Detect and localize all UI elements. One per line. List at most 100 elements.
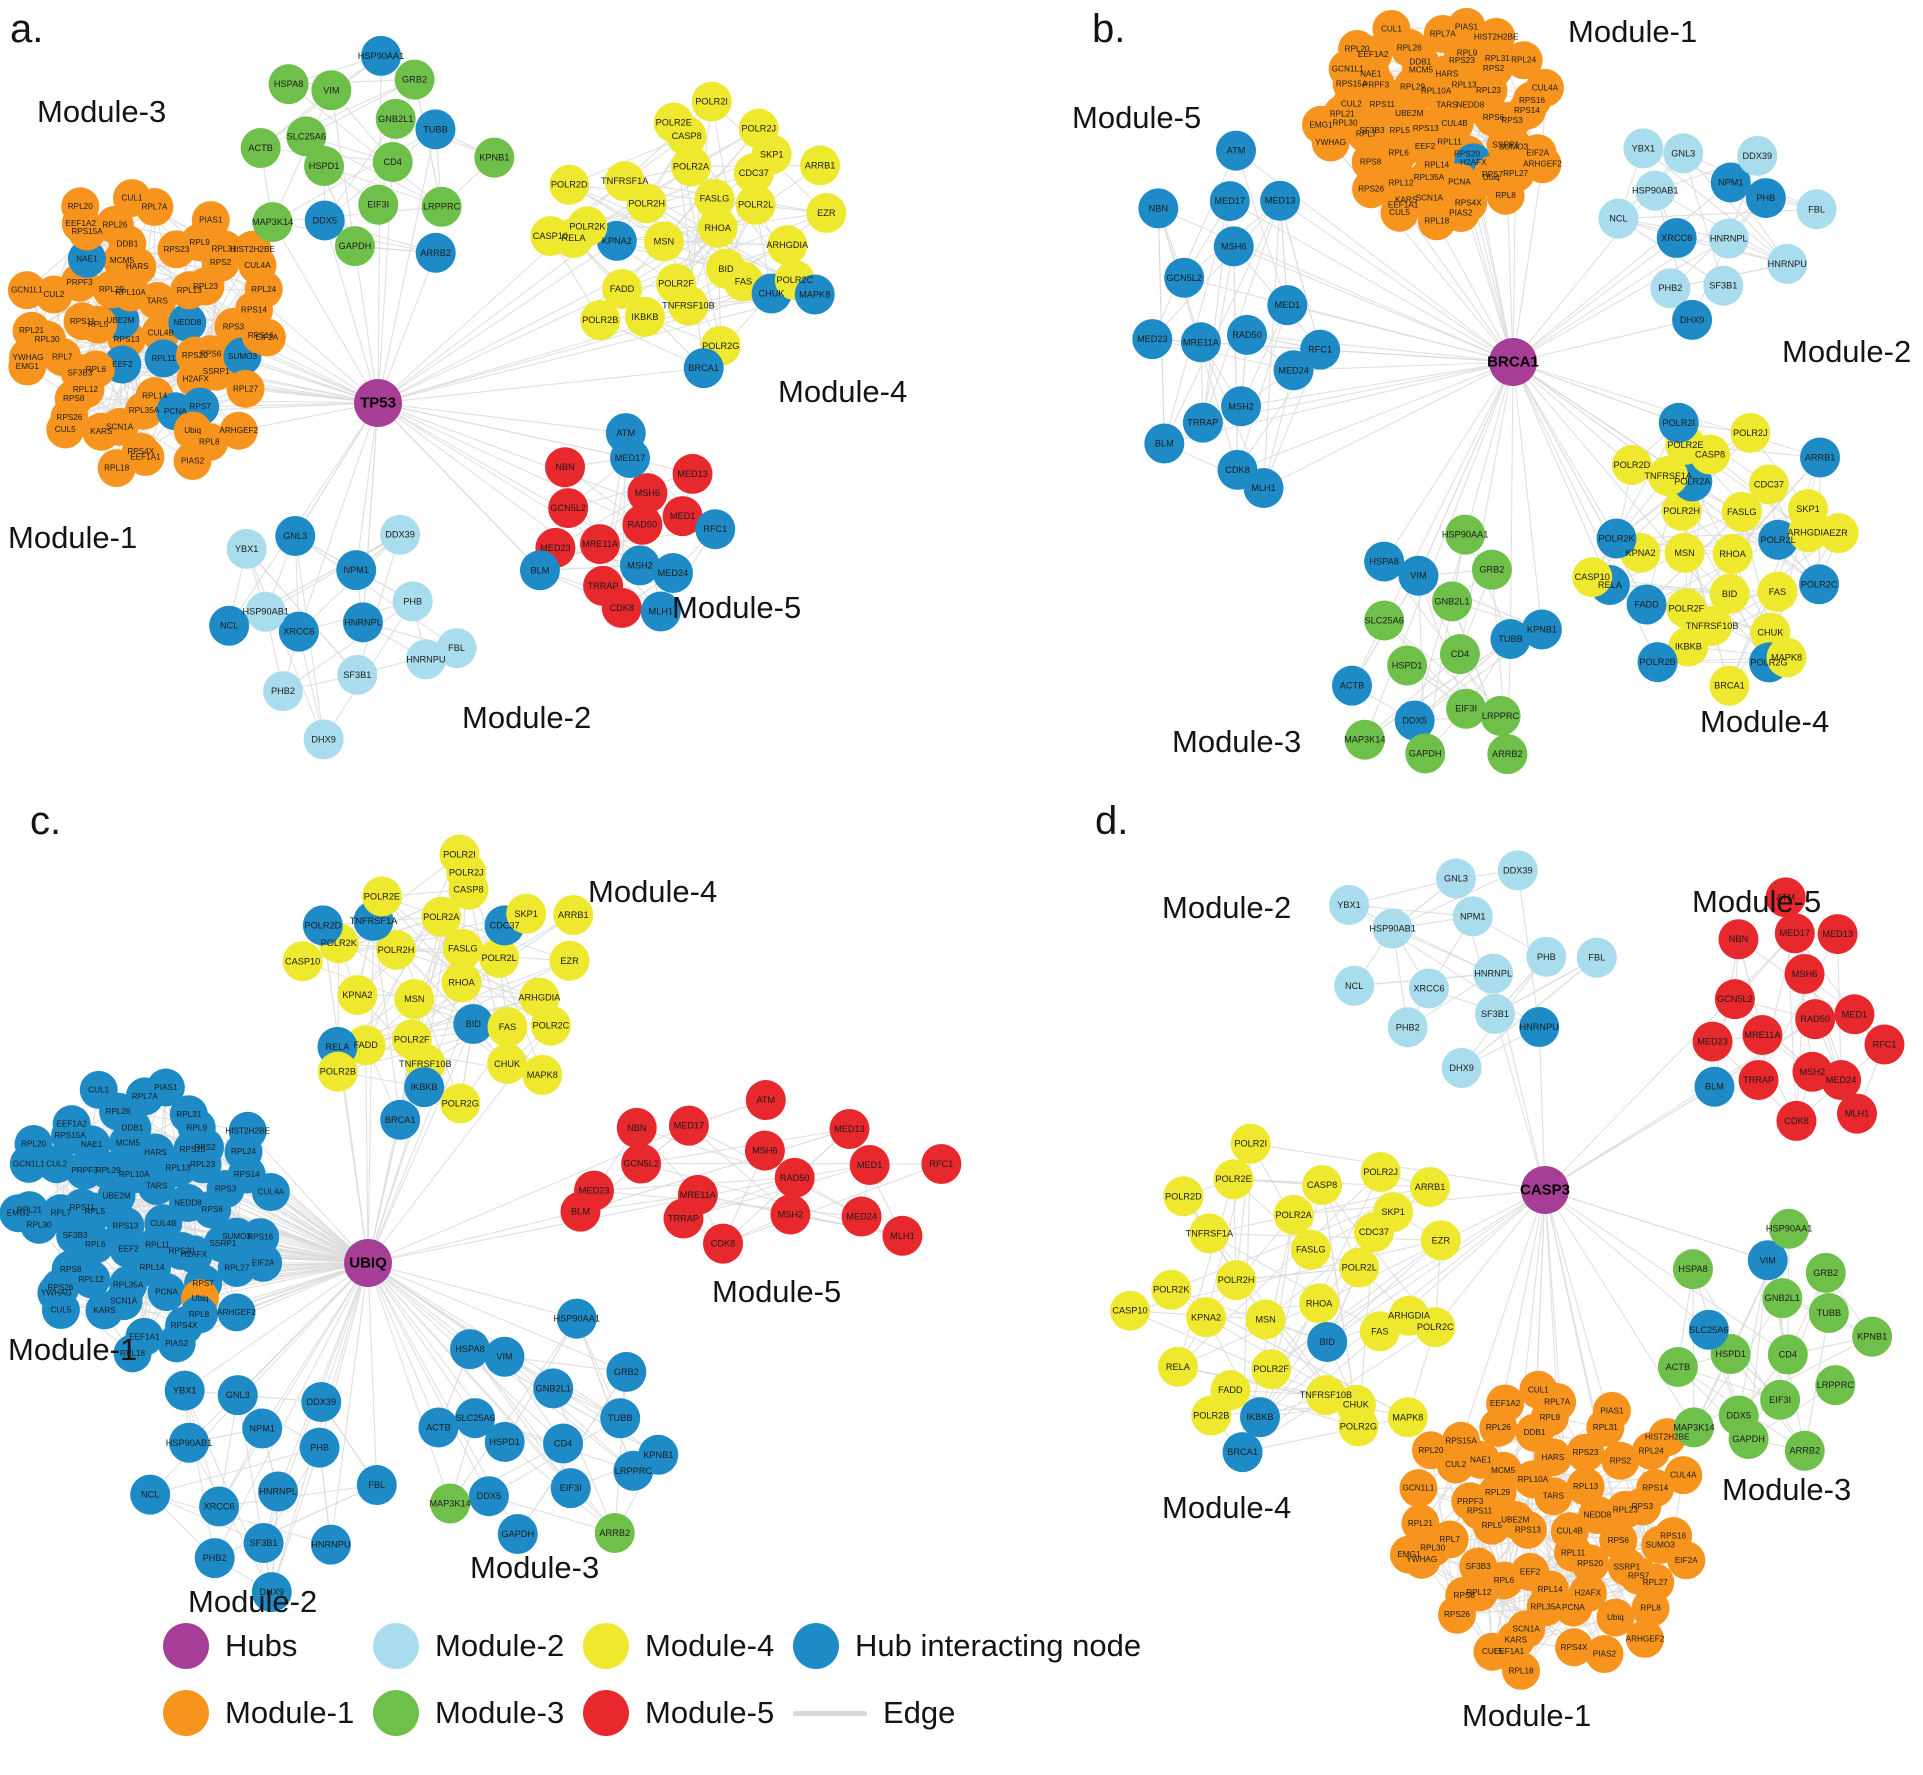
node-XRCC6 [278, 611, 319, 652]
node-MED1 [662, 496, 703, 537]
node-ATM [1216, 130, 1257, 171]
node-SF3B1 [1703, 265, 1744, 306]
node-HSP90AB1 [169, 1422, 210, 1463]
module1-swatch [163, 1690, 209, 1736]
edge [1158, 207, 1514, 363]
node-MAPK8 [1766, 637, 1807, 678]
edge [1414, 638, 1511, 721]
node-YBX1 [226, 528, 267, 569]
node-MAPK8 [1387, 1397, 1428, 1438]
module-label: Module-1 [1568, 14, 1697, 49]
node-FASLG [442, 928, 483, 969]
node-EMG1 [0, 1194, 38, 1233]
node-BLM [519, 550, 560, 591]
hub-node-TP53 [354, 379, 402, 427]
node-RHOA [1712, 533, 1753, 574]
module-label: Module-2 [1162, 890, 1291, 925]
node-RPS20 [1571, 1544, 1610, 1583]
node-MAP3K14 [430, 1483, 471, 1524]
node-RPL18 [113, 1334, 152, 1373]
edge [504, 1356, 634, 1472]
node-GRB2 [1805, 1252, 1846, 1293]
node-EEF1A1 [126, 437, 165, 476]
node-CASP8 [1302, 1165, 1343, 1206]
node-MED17 [1209, 181, 1250, 222]
node-PIAS2 [173, 441, 212, 480]
node-CD4 [1767, 1334, 1808, 1375]
edge [265, 534, 401, 613]
edge [1512, 182, 1732, 363]
edge [641, 1128, 850, 1165]
edge [614, 1371, 627, 1534]
legend-item-hubs: Hubs [163, 1622, 297, 1670]
node-HSP90AA1 [361, 35, 402, 76]
node-POLR2I [439, 834, 480, 875]
node-POLR2A [1273, 1194, 1314, 1235]
node-POLR2F [1251, 1349, 1292, 1390]
edge [377, 279, 795, 404]
node-PIAS2 [1585, 1635, 1624, 1674]
module4-swatch [583, 1623, 629, 1669]
node-RPL31 [169, 1095, 208, 1134]
node-CASP10 [1572, 557, 1613, 598]
node-POLR2G [1338, 1406, 1379, 1447]
node-CUL4A [1525, 68, 1564, 107]
node-GNB2L1 [375, 98, 416, 139]
edge [302, 960, 474, 1025]
edge [288, 83, 442, 208]
node-FADD [602, 268, 643, 309]
node-IKBKB [1240, 1397, 1281, 1438]
node-HSPA8 [268, 64, 309, 105]
node-CUL1 [79, 1070, 118, 1109]
node-BLM [560, 1191, 601, 1232]
node-TRRAP [663, 1198, 704, 1239]
edge [1512, 238, 1730, 363]
edge [1246, 334, 1514, 363]
edge [1758, 933, 1839, 1081]
node-DHX9 [1441, 1047, 1482, 1088]
node-NPM1 [336, 550, 377, 591]
node-HSPD1 [304, 145, 345, 186]
edge [1692, 1269, 1695, 1428]
edge [367, 1262, 490, 1497]
edge [1417, 575, 1467, 709]
node-MSH2 [770, 1194, 811, 1235]
node-ARRB2 [415, 232, 456, 273]
edge [271, 1262, 369, 1593]
node-IKBKB [624, 296, 665, 337]
node-TUBB [415, 109, 456, 150]
edge [1682, 153, 1724, 286]
node-TNFRSF10B [668, 285, 709, 326]
node-GNL3 [217, 1375, 258, 1416]
node-GAPDH [334, 226, 375, 267]
node-CD4 [372, 141, 413, 182]
node-HNRNPL [258, 1471, 299, 1512]
node-GCN5L2 [548, 488, 589, 529]
edge [1544, 1189, 1695, 1428]
node-EIF3I [358, 184, 399, 225]
node-POLR2B [317, 1051, 358, 1092]
panel-label: b. [1092, 7, 1125, 51]
node-HSPD1 [1387, 645, 1428, 686]
node-HNRNPU [405, 639, 446, 680]
edge [1421, 1189, 1546, 1560]
node-RPS26 [1352, 170, 1391, 209]
node-ACTB [1657, 1346, 1698, 1387]
module-label: Module-5 [1072, 100, 1201, 135]
node-MED24 [1821, 1060, 1862, 1101]
edge [1279, 200, 1514, 363]
node-POLR2K [1151, 1269, 1192, 1310]
edge [576, 1318, 634, 1471]
node-FASLG [694, 178, 735, 219]
edge [1682, 152, 1788, 265]
edge [214, 1484, 377, 1559]
edge [621, 128, 760, 290]
node-LRPPRC [1480, 695, 1521, 736]
edge [1512, 164, 1543, 363]
node-POLR2D [1611, 444, 1652, 485]
node-DHX9 [1672, 299, 1713, 340]
node-NBN [1718, 919, 1759, 960]
node-KPNB1 [474, 137, 515, 178]
edge [272, 206, 442, 223]
node-SKP1 [1373, 1192, 1414, 1233]
